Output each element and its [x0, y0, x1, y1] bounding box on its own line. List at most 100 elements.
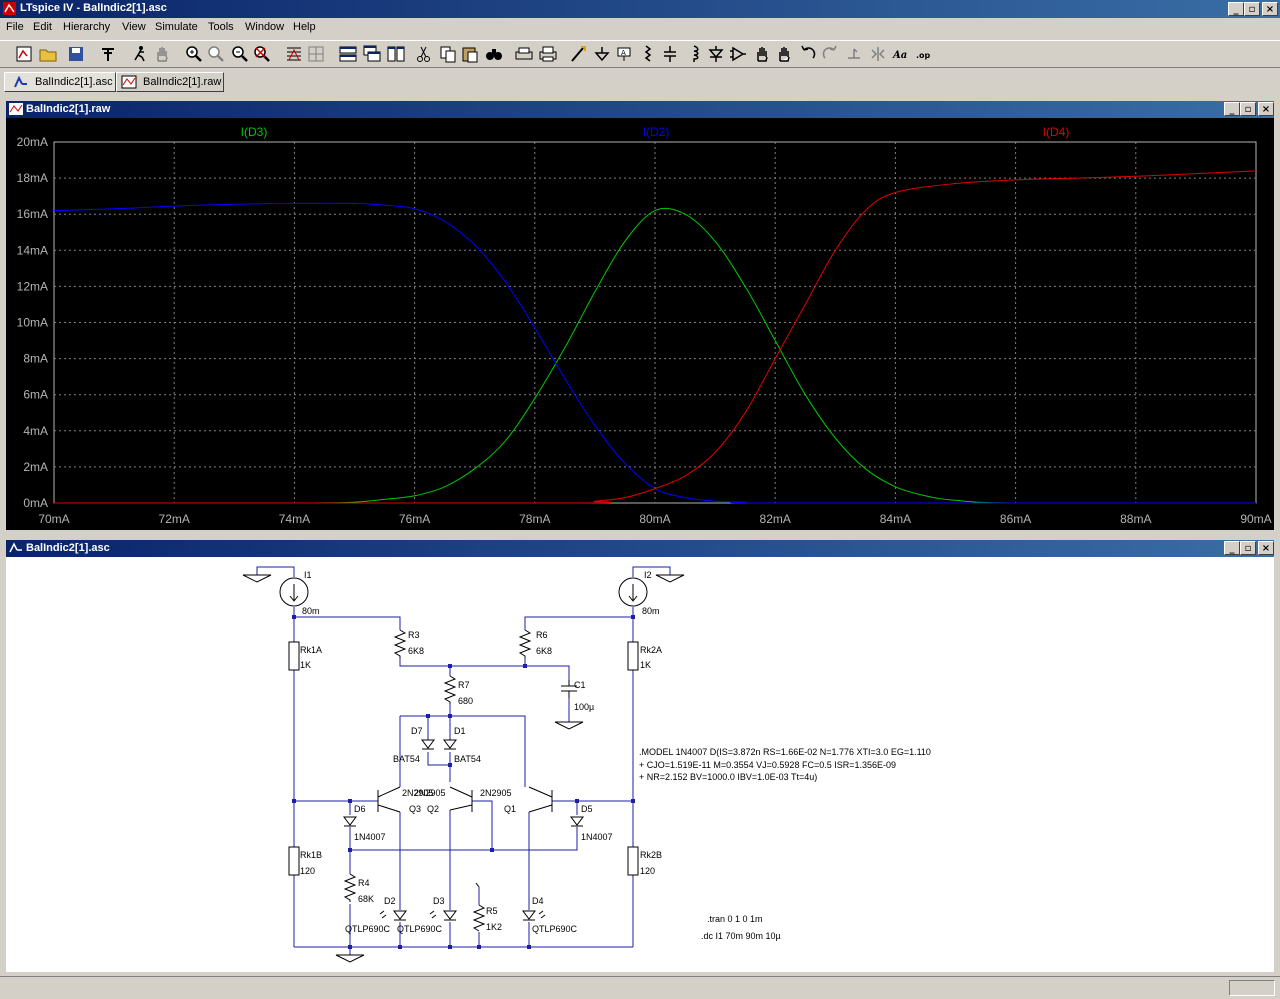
model-directive-line-2[interactable]: + CJO=1.519E-11 M=0.3554 VJ=0.5928 FC=0.… [639, 760, 896, 770]
open-icon[interactable] [38, 44, 58, 64]
trace-label[interactable]: I(D4) [1043, 125, 1070, 139]
menu-window[interactable]: Window [245, 21, 285, 33]
inductor-icon[interactable] [684, 44, 704, 64]
label-r7: R7 [458, 680, 470, 690]
cut-icon[interactable] [414, 44, 434, 64]
grid-icon[interactable] [284, 44, 304, 64]
menu-help[interactable]: Help [293, 21, 316, 33]
print-icon[interactable] [538, 44, 558, 64]
resistor-r6[interactable] [518, 629, 532, 658]
run-icon[interactable] [130, 44, 150, 64]
model-directive-line-3[interactable]: + NR=2.152 BV=1000.0 IBV=1.0E-03 Tt=4u) [639, 772, 817, 782]
trace-label[interactable]: I(D2) [643, 125, 670, 139]
resistor-r5[interactable] [472, 904, 486, 932]
pan-icon[interactable] [152, 44, 172, 64]
schematic-minimize-button[interactable]: _ [1224, 541, 1240, 555]
ground-symbol[interactable] [655, 574, 685, 583]
diode-icon[interactable] [706, 44, 726, 64]
current-source-i2[interactable] [618, 577, 648, 607]
resistor-r3[interactable] [393, 629, 407, 658]
menu-view[interactable]: View [122, 21, 146, 33]
copy-icon[interactable] [438, 44, 458, 64]
new-schematic-icon[interactable] [14, 44, 34, 64]
spice-directive-icon[interactable]: .op [914, 44, 934, 64]
control-panel-icon[interactable] [98, 44, 118, 64]
x-tick-label: 70mA [38, 512, 69, 526]
resistor-rk2b[interactable] [627, 846, 639, 876]
led-d4[interactable] [522, 910, 536, 921]
cascade-icon[interactable] [362, 44, 382, 64]
menu-simulate[interactable]: Simulate [155, 21, 198, 33]
dc-directive[interactable]: .dc I1 70m 90m 10µ [701, 931, 781, 941]
value-r7: 680 [458, 696, 473, 706]
rotate-icon[interactable] [844, 44, 864, 64]
attribute-icon[interactable] [306, 44, 326, 64]
zoom-out-icon[interactable] [230, 44, 250, 64]
zoom-fit-icon[interactable] [206, 44, 226, 64]
label-icon[interactable]: A [614, 44, 634, 64]
ground-symbol[interactable] [335, 954, 365, 963]
ground-symbol[interactable] [242, 574, 272, 583]
autorange-icon[interactable] [252, 44, 272, 64]
minimize-button[interactable]: _ [1228, 2, 1244, 16]
trace-label[interactable]: I(D3) [241, 125, 268, 139]
waveform-minimize-button[interactable]: _ [1224, 102, 1240, 116]
resistor-r4[interactable] [343, 873, 357, 902]
save-icon[interactable] [66, 44, 86, 64]
find-icon[interactable] [484, 44, 504, 64]
menu-file[interactable]: File [6, 21, 24, 33]
model-directive-line-1[interactable]: .MODEL 1N4007 D(IS=3.872n RS=1.66E-02 N=… [639, 747, 931, 757]
resistor-rk1b[interactable] [288, 846, 300, 876]
ground-symbol[interactable] [554, 721, 584, 730]
redo-icon[interactable] [820, 44, 840, 64]
diode-d5[interactable] [570, 816, 584, 827]
paste-icon[interactable] [460, 44, 480, 64]
diode-d1[interactable] [443, 739, 457, 750]
menu-tools[interactable]: Tools [208, 21, 234, 33]
print-setup-icon[interactable] [514, 44, 534, 64]
move-icon[interactable] [752, 44, 772, 64]
text-icon[interactable]: Aa [892, 44, 912, 64]
schematic-close-button[interactable]: × [1258, 541, 1274, 555]
tran-directive[interactable]: .tran 0 1 0 1m [707, 914, 763, 924]
diode-d6[interactable] [343, 816, 357, 827]
resistor-rk2a[interactable] [627, 641, 639, 671]
transistor-q3[interactable] [377, 786, 401, 813]
waveform-maximize-button[interactable]: ▫ [1240, 102, 1256, 116]
schematic-maximize-button[interactable]: ▫ [1240, 541, 1256, 555]
schematic-canvas[interactable]: I1 80m I2 80m R3 6K8 R6 6K8 Rk1A 1K Rk2A… [6, 558, 1274, 972]
current-source-i1[interactable] [279, 577, 309, 607]
resistor-rk1a[interactable] [288, 641, 300, 671]
wire-icon[interactable] [568, 44, 588, 64]
diode-d7[interactable] [421, 739, 435, 750]
component-icon[interactable] [728, 44, 748, 64]
capacitor-c1[interactable] [561, 680, 577, 698]
zoom-in-icon[interactable] [184, 44, 204, 64]
restore-button[interactable]: ▫ [1244, 2, 1260, 16]
model-q3: 2N2905 [402, 788, 434, 798]
drag-icon[interactable] [774, 44, 794, 64]
resistor-r7[interactable] [443, 675, 457, 704]
menu-hierarchy[interactable]: Hierarchy [63, 21, 111, 33]
close-button[interactable]: × [1262, 2, 1278, 16]
trace-id2[interactable] [53, 202, 1256, 504]
undo-icon[interactable] [798, 44, 818, 64]
mirror-icon[interactable] [868, 44, 888, 64]
menu-edit[interactable]: Edit [33, 21, 52, 33]
trace-id3[interactable] [54, 207, 1256, 504]
tile-horizontal-icon[interactable] [338, 44, 358, 64]
wire [294, 946, 633, 955]
tab-schematic[interactable]: BalIndic2[1].asc [4, 72, 116, 92]
led-d3[interactable] [443, 910, 457, 921]
ground-icon[interactable] [592, 44, 612, 64]
tile-vertical-icon[interactable] [386, 44, 406, 64]
resistor-icon[interactable] [638, 44, 658, 64]
transistor-q2[interactable] [449, 786, 473, 812]
led-d2[interactable] [393, 910, 407, 921]
capacitor-icon[interactable] [660, 44, 680, 64]
tab-waveform[interactable]: BalIndic2[1].raw [116, 72, 224, 92]
trace-id4[interactable] [54, 170, 1257, 504]
waveform-close-button[interactable]: × [1258, 102, 1274, 116]
transistor-q1[interactable] [528, 786, 553, 813]
